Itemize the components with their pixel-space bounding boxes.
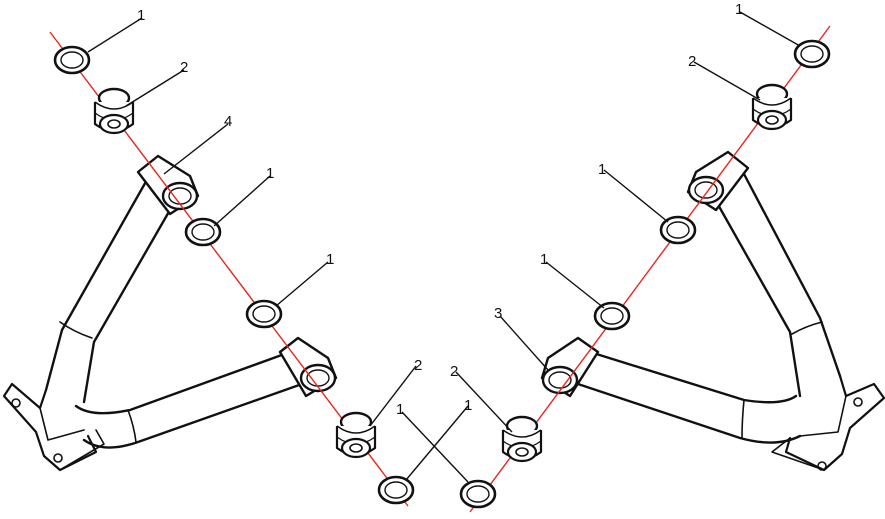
callout-left-mid-washer-lower: 1 [326,251,334,268]
callout-left-mid-washer-upper: 1 [266,165,274,182]
leader-lines [87,11,801,483]
callout-left-arm: 4 [224,113,232,130]
left-bottom-washer [377,475,415,505]
callout-left-top-washer: 1 [137,7,145,24]
right-bottom-washer [459,479,497,509]
right-mid-washer-lower [593,301,631,331]
callout-right-bottom-washer: 1 [464,397,472,414]
left-control-arm [2,176,304,472]
callout-left-bottom-washer: 1 [396,401,404,418]
left-bottom-bushing [335,411,377,459]
callout-left-bottom-bushing: 2 [414,357,422,374]
callout-right-mid-washer-lower: 1 [540,251,548,268]
right-upper-sleeve [686,150,750,212]
left-lower-sleeve [278,336,338,398]
left-top-washer [53,45,91,75]
callout-labels: 1 2 4 1 1 2 1 1 1 2 1 1 3 2 [137,1,743,418]
callout-right-arm: 3 [494,305,502,322]
left-top-bushing [93,87,135,135]
right-bottom-bushing [501,415,543,463]
left-upper-sleeve [136,154,200,216]
left-mid-washer-upper [184,217,222,247]
left-mid-washer-lower [245,299,283,329]
callout-right-top-bushing: 2 [688,53,696,70]
right-arm-assembly [459,25,885,513]
left-arm-assembly [2,31,415,507]
callout-right-top-washer: 1 [735,1,743,18]
right-control-arm [576,172,885,472]
callout-right-mid-washer-upper: 1 [598,161,606,178]
right-top-washer [793,39,831,69]
callout-left-top-bushing: 2 [180,59,188,76]
right-top-bushing [751,83,793,131]
callout-right-bottom-bushing: 2 [450,363,458,380]
